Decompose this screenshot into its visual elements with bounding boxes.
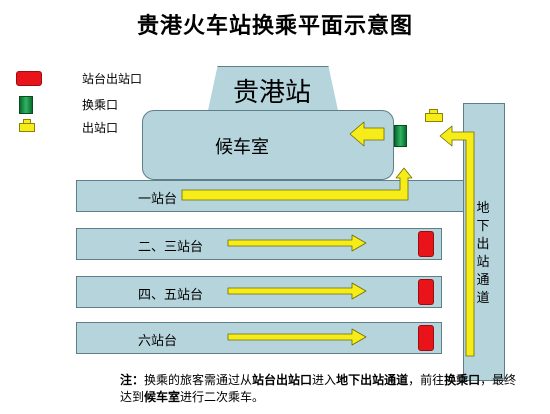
note-text-4: ，最终达到 [120,373,517,404]
note-bold-1: 站台出站口 [252,373,313,387]
underground-passage-label: 地下出站通道 [476,201,490,306]
note-bold-3: 换乘口 [444,373,481,387]
legend-label-transfer: 换乘口 [82,98,119,112]
platform-exit-4-5-icon [418,279,434,305]
platform-exit-6-icon [418,325,434,351]
diagram-title: 贵港火车站换乘平面示意图 [136,14,413,39]
green-transfer-marker-icon [19,96,33,114]
note-text-5: 进行二次乘车。 [180,390,265,404]
note-text-3: ，前往 [408,373,445,387]
platform-4-5-label: 四、五站台 [138,288,204,303]
arrow-underpass-route [439,125,475,357]
note-text-1: 换乘的旅客需通过从 [144,373,253,387]
yellow-exit-marker-tab-icon [23,119,31,124]
waiting-room-label: 候车室 [215,137,269,158]
arrow-into-waiting-room [349,121,385,147]
station-building-roof [207,66,339,115]
note-bold-2: 地下出站通道 [336,373,409,387]
arrow-platform-6 [227,328,367,346]
platform-1-label: 一站台 [138,192,178,207]
arrow-platform-1-route [181,167,413,201]
platform-exit-2-3-icon [418,231,434,257]
red-exit-marker-icon [16,71,42,86]
note-bold-4: 候车室 [144,390,181,404]
note-text-2: 进入 [312,373,337,387]
platform-6-label: 六站台 [138,334,178,349]
legend-label-platform-exit: 站台出站口 [82,72,143,86]
legend-label-exit: 出站口 [82,121,119,135]
yellow-exit-marker-icon [19,123,35,132]
note-prefix: 注： [120,373,145,387]
arrow-platform-4-5 [227,282,367,300]
platform-2-3-label: 二、三站台 [138,240,204,255]
station-exit-tab-icon [429,109,438,114]
station-name: 贵港站 [232,78,311,108]
transfer-note: 注：换乘的旅客需通过从站台出站口进入地下出站通道，前往换乘口，最终达到候车室进行… [120,372,520,406]
waiting-room [142,110,394,180]
station-exit-icon [425,113,443,122]
transfer-gate-icon [394,125,407,147]
arrow-platform-2-3 [227,234,367,252]
